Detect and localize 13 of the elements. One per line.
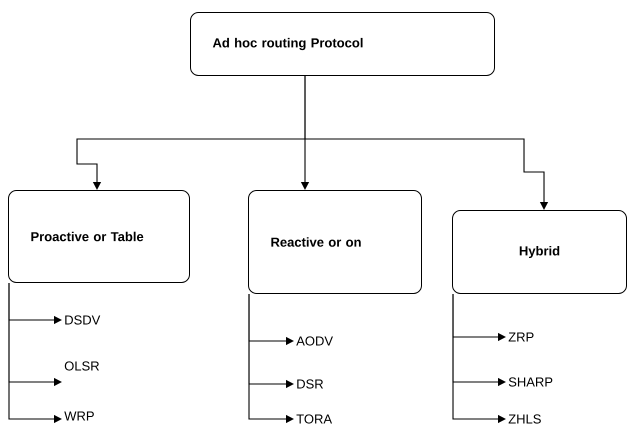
protocol-label: DSR [297,379,324,389]
protocol-label: DSDV [65,315,100,325]
protocol-label: AODV [296,336,333,346]
title-box: Ad hoc routing Protocol [190,12,495,76]
category-box: Hybrid [452,210,627,294]
protocol-label: ZHLS [508,414,541,424]
category-box: Proactive or Table [8,190,190,283]
protocol-label: ZRP [508,332,534,342]
protocol-label: WRP [64,412,94,420]
protocol-label: SHARP [508,377,552,387]
protocol-label: OLSR [64,361,99,371]
protocol-label: TORA [296,414,332,424]
category-box: Reactive or on [248,190,422,294]
